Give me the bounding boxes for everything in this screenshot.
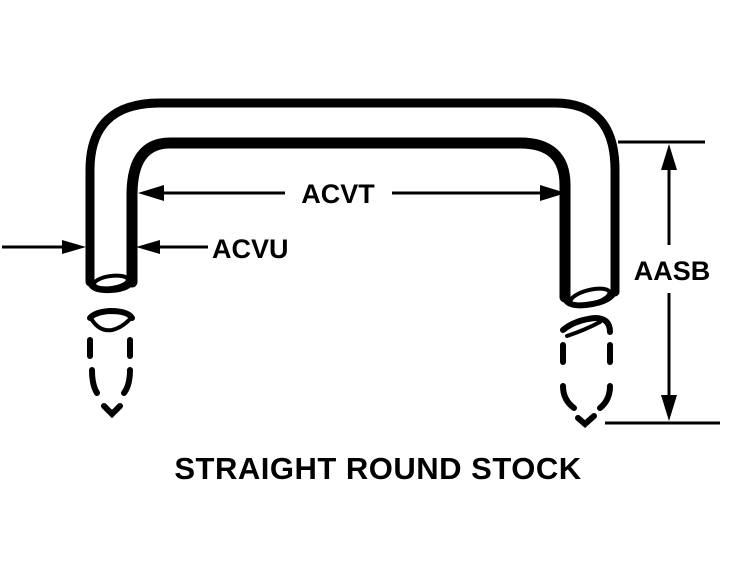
acvt-label: ACVT [301, 179, 375, 209]
left-cut-ellipse [92, 273, 130, 291]
aasb-top-arrowhead [661, 144, 677, 170]
acvu-label: ACVU [212, 234, 289, 264]
aasb-label: AASB [634, 256, 711, 286]
acvu-left-arrowhead [62, 240, 86, 254]
right-cut-ellipse [568, 286, 612, 308]
right-phantom-leg [560, 314, 613, 428]
aasb-bottom-arrowhead [661, 395, 677, 421]
left-phantom-leg [87, 307, 135, 419]
rod-outer-edge [85, 98, 620, 297]
acvu-right-arrowhead [136, 240, 160, 254]
rod-inner-edge [126, 137, 571, 303]
diagram-caption: STRAIGHT ROUND STOCK [174, 451, 581, 486]
acvt-dimension [138, 185, 566, 201]
aasb-dimension [605, 140, 720, 425]
acvu-dimension [2, 240, 208, 254]
acvt-left-arrowhead [138, 185, 164, 201]
acvt-right-arrowhead [540, 185, 566, 201]
u-rod [85, 98, 620, 309]
